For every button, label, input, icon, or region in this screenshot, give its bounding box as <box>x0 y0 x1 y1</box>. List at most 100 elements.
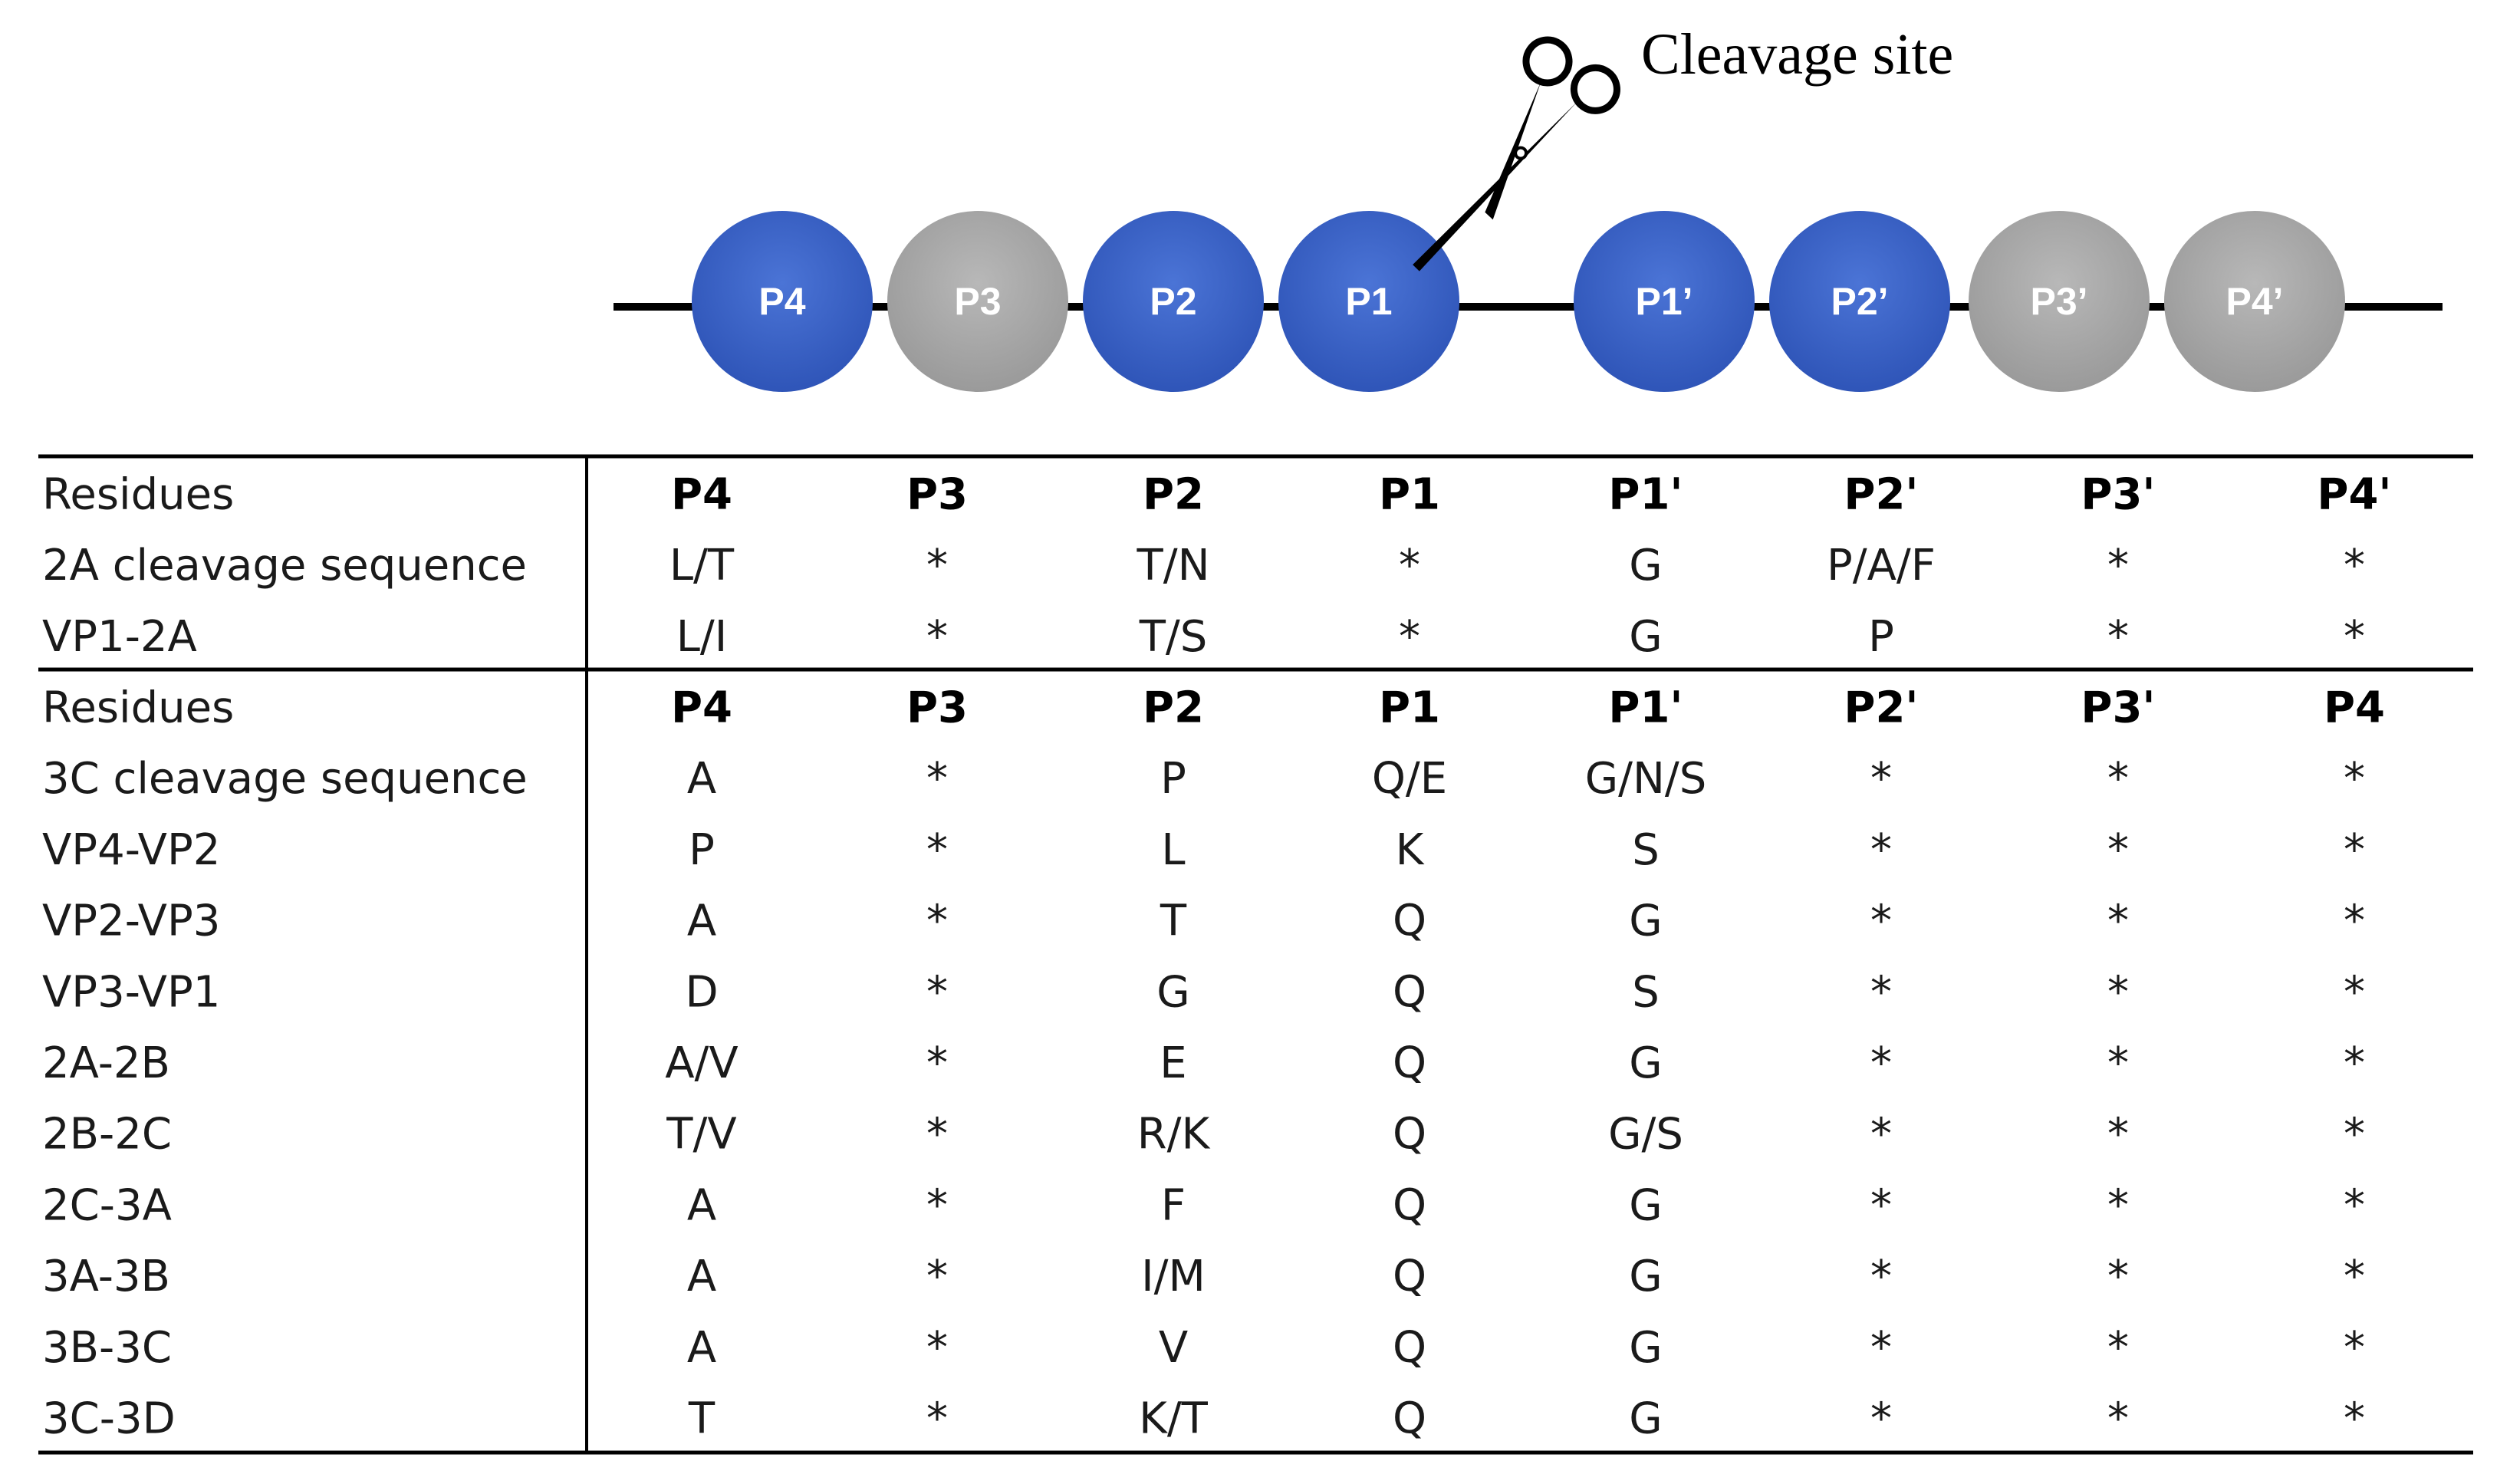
table-cell: D <box>685 967 718 1017</box>
residue-circle-label: P3’ <box>2030 280 2087 323</box>
table-cell: * <box>926 1110 948 1160</box>
table-row-label: VP3-VP1 <box>42 967 220 1017</box>
table-header-cell: P2' <box>1844 470 1918 520</box>
table-cell: * <box>2107 1394 2129 1444</box>
table-header-cell: P3 <box>906 470 968 520</box>
table-cell: * <box>2107 541 2129 591</box>
table-cell: T <box>1160 897 1187 946</box>
cleavage-site-label: Cleavage site <box>1641 22 1953 87</box>
table-header-cell: P3 <box>906 683 968 733</box>
table-cell: A/V <box>665 1038 738 1088</box>
table-header-cell: P2 <box>1143 470 1204 520</box>
residue-circle-6 <box>1769 211 1950 392</box>
table-cell: L <box>1161 825 1185 875</box>
table-cell: * <box>1399 612 1420 662</box>
table-cell: G <box>1629 612 1662 662</box>
table-cell: L/T <box>669 541 735 591</box>
table-header-cell: P1' <box>1608 470 1683 520</box>
residue-circle-7 <box>1969 211 2150 392</box>
table-cell: * <box>2107 1323 2129 1373</box>
table-header-cell: P4' <box>2317 470 2391 520</box>
table-header-label: Residues <box>42 470 234 520</box>
table-cell: K/T <box>1139 1394 1209 1444</box>
table-cell: * <box>1870 897 1892 946</box>
residue-circle-4 <box>1278 211 1459 392</box>
residue-circle-1 <box>692 211 873 392</box>
table-cell: * <box>1870 967 1892 1017</box>
table-header-cell: P2 <box>1143 683 1204 733</box>
table-cell: P <box>689 825 715 875</box>
table-cell: * <box>1870 1323 1892 1373</box>
table-cell: * <box>2107 1038 2129 1088</box>
table-cell: A <box>687 1252 716 1301</box>
table-row-label: 2B-2C <box>42 1110 172 1160</box>
table-cell: * <box>2344 541 2365 591</box>
table-cell: * <box>1870 1252 1892 1301</box>
table-cell: G <box>1629 1038 1662 1088</box>
table-cell: Q <box>1393 1180 1426 1230</box>
table-header-cell: P3' <box>2081 683 2155 733</box>
residue-circle-label: P2’ <box>1831 280 1888 323</box>
residue-circle-5 <box>1574 211 1755 392</box>
residue-circle-2 <box>887 211 1068 392</box>
table-cell: L/I <box>676 612 728 662</box>
table-row-label: VP4-VP2 <box>42 825 220 875</box>
table-header-label: Residues <box>42 683 234 733</box>
table-cell: * <box>926 1180 948 1230</box>
table-row-label: 3B-3C <box>42 1323 172 1373</box>
table-cell: * <box>2344 1323 2365 1373</box>
table-cell: * <box>2107 754 2129 804</box>
table-row-label: 2C-3A <box>42 1180 172 1230</box>
table-cell: * <box>2344 1252 2365 1301</box>
table-cell: G <box>1156 967 1189 1017</box>
table-row-label: 3A-3B <box>42 1252 170 1301</box>
table-cell: T <box>688 1394 715 1444</box>
table-cell: I/M <box>1141 1252 1206 1301</box>
table-row-label: 3C-3D <box>42 1394 176 1444</box>
table-cell: E <box>1160 1038 1186 1088</box>
table-cell: * <box>2107 825 2129 875</box>
residue-circle-8 <box>2164 211 2345 392</box>
table-cell: * <box>1870 754 1892 804</box>
residue-circle-label: P4 <box>758 280 805 323</box>
table-cell: Q <box>1393 967 1426 1017</box>
table-row-label: VP2-VP3 <box>42 897 220 946</box>
table-cell: G <box>1629 1323 1662 1373</box>
table-cell: P <box>1160 754 1186 804</box>
table-cell: P/A/F <box>1827 541 1936 591</box>
table-row-label: 3C cleavage sequence <box>42 754 528 804</box>
residue-circle-label: P3 <box>954 280 1001 323</box>
table-cell: Q <box>1393 1323 1426 1373</box>
table-cell: F <box>1161 1180 1186 1230</box>
table-cell: T/S <box>1139 612 1208 662</box>
table-cell: P <box>1868 612 1894 662</box>
table-cell: * <box>926 897 948 946</box>
table-cell: A <box>687 1180 716 1230</box>
table-cell: * <box>2344 897 2365 946</box>
table-cell: * <box>1870 1038 1892 1088</box>
table-cell: Q <box>1393 1252 1426 1301</box>
table-cell: * <box>2344 967 2365 1017</box>
table-cell: Q <box>1393 1110 1426 1160</box>
table-cell: G <box>1629 1394 1662 1444</box>
table-header-cell: P3' <box>2081 470 2155 520</box>
table-cell: * <box>2107 967 2129 1017</box>
table-cell: G/N/S <box>1585 754 1707 804</box>
residue-circle-label: P1 <box>1345 280 1392 323</box>
table-cell: * <box>2107 612 2129 662</box>
table-header-cell: P4 <box>671 683 732 733</box>
table-cell: T/N <box>1137 541 1210 591</box>
table-cell: K <box>1396 825 1425 875</box>
residue-circle-3 <box>1083 211 1264 392</box>
table-row-label: 2A-2B <box>42 1038 170 1088</box>
table-header-cell: P2' <box>1844 683 1918 733</box>
table-cell: S <box>1632 967 1660 1017</box>
table-cell: Q/E <box>1372 754 1447 804</box>
table-cell: * <box>926 825 948 875</box>
table-cell: * <box>926 1252 948 1301</box>
table-cell: * <box>2107 1180 2129 1230</box>
table-cell: * <box>926 967 948 1017</box>
table-cell: * <box>926 612 948 662</box>
table-cell: G <box>1629 541 1662 591</box>
